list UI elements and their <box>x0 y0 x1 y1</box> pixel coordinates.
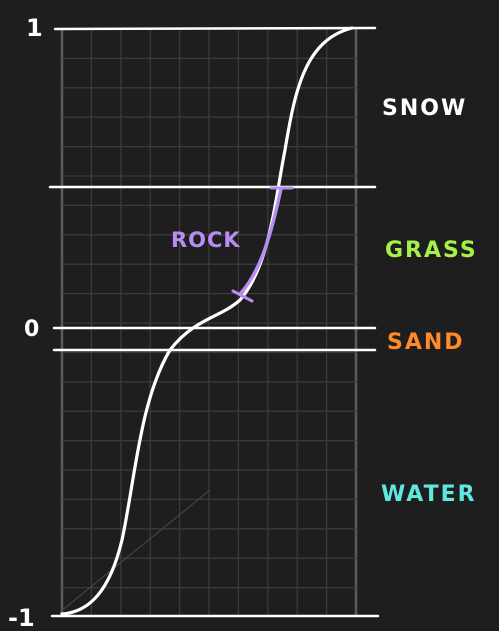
top-boundary-line <box>53 26 377 31</box>
threshold-lines <box>48 26 380 618</box>
rock-curve-segment <box>238 187 283 296</box>
sand-zone-label: SAND <box>387 330 465 355</box>
height-curve <box>60 26 354 616</box>
axis-top-label: 1 <box>26 14 43 42</box>
grass-zone-label: GRASS <box>385 238 478 263</box>
rock-lower-tick <box>231 289 254 303</box>
snow-zone-label: SNOW <box>382 96 467 121</box>
axis-zero-label: 0 <box>24 317 39 342</box>
water-zone-label: WATER <box>381 482 477 507</box>
rock-label: ROCK <box>171 228 241 252</box>
axis-bottom-label: -1 <box>8 604 35 631</box>
faint-diagonal-trace <box>59 489 211 613</box>
